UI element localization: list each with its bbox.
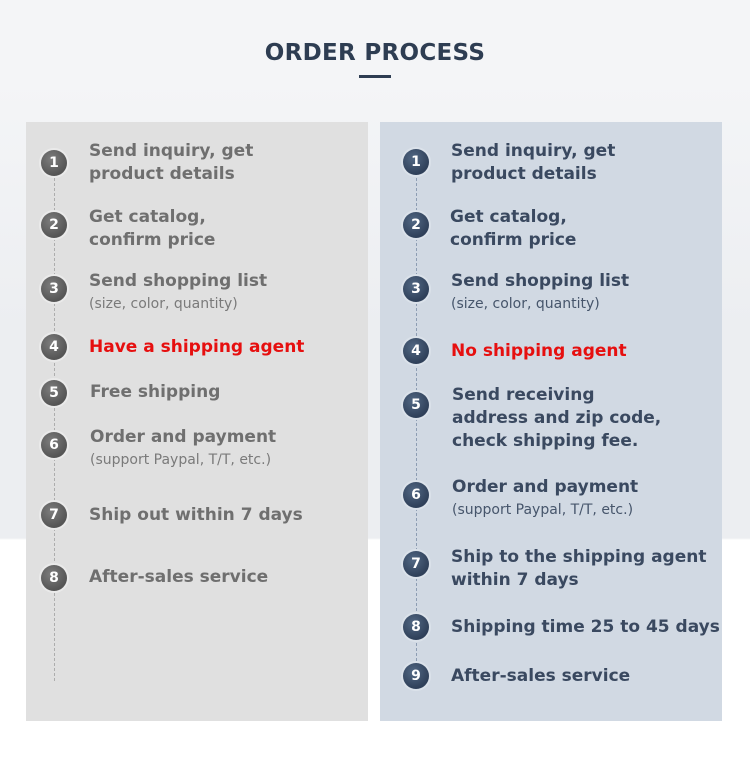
timeline-line — [54, 158, 55, 681]
page-title: ORDER PROCESS — [264, 40, 486, 66]
timeline-line — [416, 158, 417, 681]
step-label: Have a shipping agent — [89, 336, 304, 359]
title-underline — [359, 75, 391, 78]
step-label: Send inquiry, get product details — [451, 140, 615, 186]
step-number-badge: 3 — [403, 276, 429, 302]
step-label: Get catalog, confirm price — [89, 206, 215, 252]
step-text: Have a shipping agent — [89, 337, 305, 357]
step-number-badge: 1 — [41, 150, 67, 176]
step-number-badge: 5 — [403, 392, 429, 418]
step-label: Order and payment (support Paypal, T/T, … — [452, 476, 638, 521]
step-number-badge: 4 — [41, 334, 67, 360]
step-number-badge: 6 — [403, 482, 429, 508]
step-subtext: (support Paypal, T/T, etc.) — [452, 502, 634, 518]
step-label: After-sales service — [451, 665, 630, 688]
step-label: Get catalog, confirm price — [450, 206, 576, 252]
step-text: Ship out within 7 days — [89, 505, 303, 525]
step-text: No shipping agent — [451, 341, 627, 361]
step-label: Ship to the shipping agent within 7 days — [451, 546, 706, 592]
step-number-badge: 8 — [41, 565, 67, 591]
step-number-badge: 5 — [41, 380, 67, 406]
step-subtext: (support Paypal, T/T, etc.) — [90, 452, 272, 468]
step-label: Free shipping — [90, 381, 220, 404]
step-number-badge: 9 — [403, 663, 429, 689]
step-label: Send receiving address and zip code, che… — [452, 384, 661, 453]
step-number-badge: 2 — [41, 212, 67, 238]
step-subtext: (size, color, quantity) — [451, 296, 600, 312]
step-label: Ship out within 7 days — [89, 504, 303, 527]
step-number-badge: 7 — [41, 502, 67, 528]
step-text: Send inquiry, get product details — [89, 141, 254, 184]
step-number-badge: 6 — [41, 432, 67, 458]
no-agent-panel: 1 Send inquiry, get product details 2 Ge… — [380, 122, 722, 721]
step-text: After-sales service — [451, 666, 631, 686]
step-text: After-sales service — [89, 567, 269, 587]
step-label: Send inquiry, get product details — [89, 140, 253, 186]
step-label: After-sales service — [89, 566, 268, 589]
step-text: Send shopping list — [89, 271, 268, 291]
step-text: Order and payment — [90, 427, 277, 447]
step-text: Shipping time 25 to 45 days — [451, 617, 720, 637]
step-label: Order and payment (support Paypal, T/T, … — [90, 426, 276, 471]
step-text: Ship to the shipping agent within 7 days — [451, 547, 707, 590]
step-number-badge: 7 — [403, 551, 429, 577]
step-number-badge: 4 — [403, 338, 429, 364]
step-label: No shipping agent — [451, 340, 627, 363]
step-text: Get catalog, confirm price — [89, 207, 216, 250]
step-number-badge: 2 — [403, 212, 429, 238]
step-label: Shipping time 25 to 45 days — [451, 616, 720, 639]
step-text: Get catalog, confirm price — [450, 207, 577, 250]
step-label: Send shopping list (size, color, quantit… — [89, 270, 267, 315]
step-text: Free shipping — [90, 382, 221, 402]
with-agent-panel: 1 Send inquiry, get product details 2 Ge… — [26, 122, 368, 721]
step-text: Order and payment — [452, 477, 639, 497]
step-number-badge: 1 — [403, 149, 429, 175]
step-label: Send shopping list (size, color, quantit… — [451, 270, 629, 315]
step-text: Send shopping list — [451, 271, 630, 291]
step-number-badge: 3 — [41, 276, 67, 302]
step-subtext: (size, color, quantity) — [89, 296, 238, 312]
step-text: Send receiving address and zip code, che… — [452, 385, 662, 451]
step-number-badge: 8 — [403, 614, 429, 640]
step-text: Send inquiry, get product details — [451, 141, 616, 184]
